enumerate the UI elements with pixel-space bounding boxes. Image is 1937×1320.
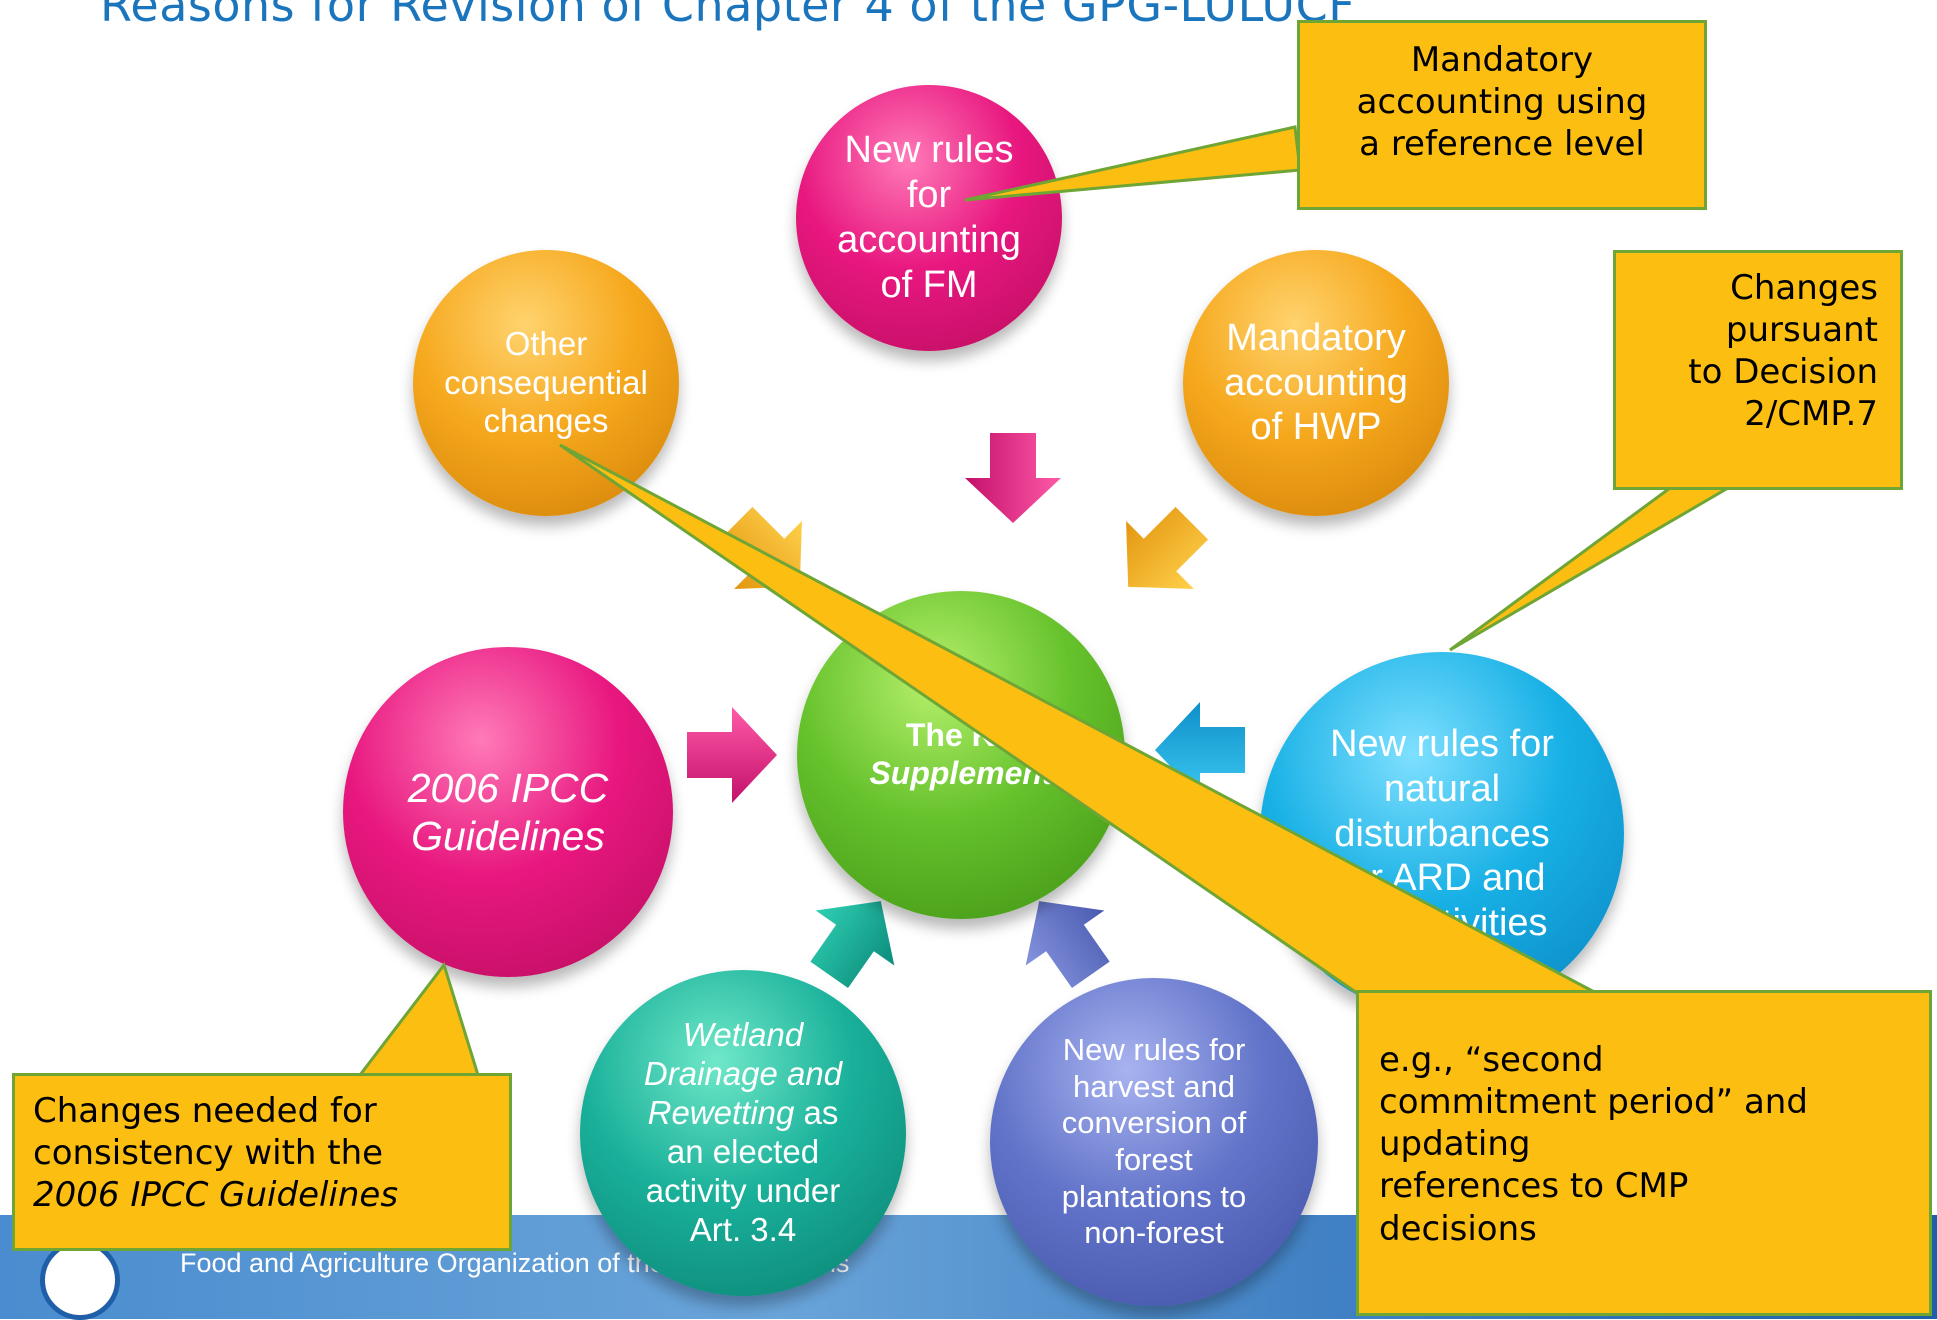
bubble-hwp-accounting: Mandatory accounting of HWP <box>1183 250 1449 516</box>
callout-commitment-line: decisions <box>1379 1208 1537 1249</box>
bubble-fm-line: accounting <box>837 219 1021 261</box>
bubble-harvest-line: conversion of <box>1061 1105 1247 1141</box>
bubble-wetland-line: activity under <box>645 1171 841 1209</box>
callout-ipcc-consistency: Changes needed for consistency with the … <box>12 1073 512 1251</box>
bubble-hwp-line: of HWP <box>1250 406 1382 449</box>
bubble-other-line: Other <box>504 324 588 362</box>
callout-reference-line: a reference level <box>1359 124 1645 165</box>
bubble-harvest-conversion: New rules for harvest and conversion of … <box>990 978 1318 1306</box>
bubble-fm-line: New rules <box>844 129 1014 172</box>
bubble-nd-line: natural <box>1383 767 1501 810</box>
bubble-wetland-line: Drainage and <box>643 1055 843 1093</box>
bubble-wetland-line: Wetland <box>682 1016 804 1054</box>
callout-decision-line: pursuant <box>1725 310 1878 351</box>
bubble-hwp-line: Mandatory <box>1226 316 1406 359</box>
bubble-wetland-line: Art. 3.4 <box>689 1210 797 1248</box>
bubble-fm-line: of FM <box>880 263 978 306</box>
bubble-fm-line: for <box>906 174 952 217</box>
bubble-fm-accounting: New rules for accounting of FM <box>796 85 1062 351</box>
bubble-nd-line: New rules for <box>1330 722 1554 765</box>
bubble-wetland-drainage: Wetland Drainage and Rewetting as an ele… <box>580 970 906 1296</box>
callout-decision-line: Changes <box>1730 268 1878 308</box>
bubble-harvest-line: plantations to <box>1061 1178 1247 1214</box>
bubble-hwp-line: accounting <box>1224 361 1408 404</box>
bubble-other-line: consequential <box>444 363 648 401</box>
bubble-wetland-line: an elected <box>666 1133 820 1170</box>
bubble-wetland-rest: as <box>794 1094 839 1132</box>
arrow-top <box>965 433 1061 523</box>
bubble-nd-line: disturbances <box>1334 812 1550 855</box>
bubble-ipcc-line: Guidelines <box>411 813 605 859</box>
bubble-ipcc-line: 2006 IPCC <box>407 764 609 811</box>
callout-commitment-line: e.g., “second <box>1379 1040 1604 1080</box>
callout-consistency-line: 2006 IPCC Guidelines <box>33 1175 399 1216</box>
callout-consistency-line: consistency with the <box>33 1133 384 1174</box>
callout-commitment-line: references to CMP <box>1379 1166 1689 1207</box>
bubble-other-changes: Other consequential changes <box>413 250 679 516</box>
callout-decision-line: to Decision <box>1688 352 1878 393</box>
callout-commitment-line: updating <box>1379 1124 1531 1165</box>
arrow-upper-right <box>1126 506 1209 589</box>
bubble-wetland-line: Rewetting as <box>644 1094 842 1133</box>
tail-reference <box>964 125 1302 202</box>
tail-decision <box>1449 486 1734 652</box>
callout-commitment-line: commitment period” and <box>1379 1082 1808 1123</box>
bubble-harvest-line: harvest and <box>1072 1068 1235 1104</box>
bubble-ipcc-guidelines: 2006 IPCC Guidelines <box>343 647 673 977</box>
tail-consistency <box>356 961 481 1077</box>
bubble-wetland-italic-word: Rewetting <box>647 1094 795 1132</box>
callout-reference-line: accounting using <box>1356 82 1648 123</box>
callout-decision-cmp7: Changes pursuant to Decision 2/CMP.7 <box>1613 250 1903 490</box>
arrow-lower-left <box>810 901 895 989</box>
bubble-harvest-line: forest <box>1115 1142 1193 1177</box>
callout-reference-level: Mandatory accounting using a reference l… <box>1297 20 1707 210</box>
tail-commitment <box>559 443 1601 997</box>
bubble-harvest-line: non-forest <box>1084 1215 1224 1251</box>
callout-consistency-line: Changes needed for <box>33 1091 377 1131</box>
bubble-other-line: changes <box>483 402 609 440</box>
callout-decision-line: 2/CMP.7 <box>1744 394 1878 435</box>
callout-commitment-period: e.g., “second commitment period” and upd… <box>1356 990 1932 1316</box>
bubble-harvest-line: New rules for <box>1062 1032 1246 1068</box>
slide-title: Reasons for Revision of Chapter 4 of the… <box>100 0 1356 32</box>
callout-reference-line: Mandatory <box>1410 40 1594 80</box>
arrow-lower-right <box>1025 901 1110 989</box>
arrow-left <box>687 707 777 803</box>
